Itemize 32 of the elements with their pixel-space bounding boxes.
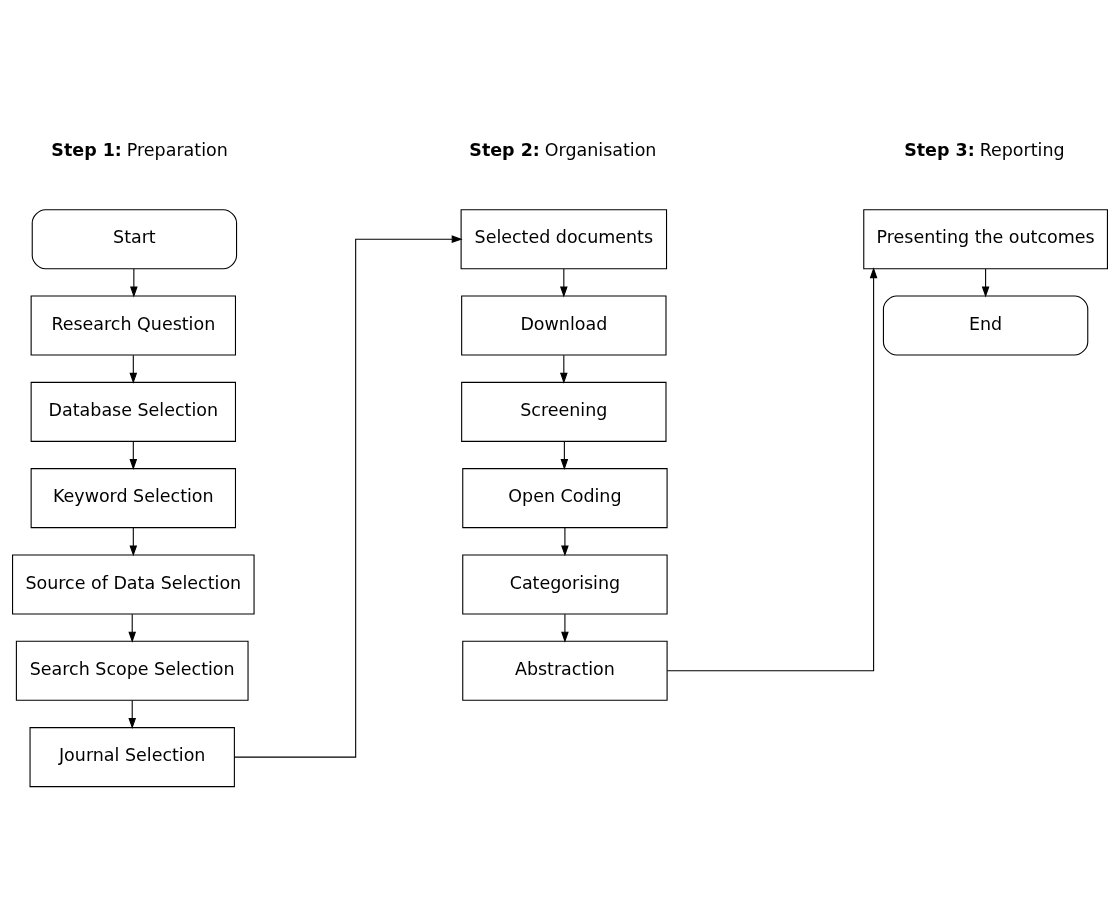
node-box: Categorising <box>462 554 668 615</box>
arrow <box>128 699 137 729</box>
arrow <box>560 268 568 298</box>
node-box: Open Coding <box>462 468 668 529</box>
arrow <box>129 354 138 384</box>
node-box: End <box>882 295 1089 356</box>
node-box: Abstraction <box>462 640 668 701</box>
node-box: Search Scope Selection <box>15 640 249 701</box>
node-box: Screening <box>461 381 667 442</box>
label: Step 3: Reporting <box>904 139 1065 160</box>
label: Step 2: Organisation <box>469 139 657 160</box>
label: Step 1: Preparation <box>51 139 228 160</box>
arrow <box>981 268 990 298</box>
arrow <box>560 441 569 471</box>
arrow <box>561 527 569 557</box>
arrow <box>129 441 138 471</box>
node-box: Research Question <box>30 295 236 356</box>
node-box: Download <box>461 295 667 356</box>
arrow <box>560 354 568 384</box>
node-box: Source of Data Selection <box>12 554 255 615</box>
node-box: Presenting the outcomes <box>863 209 1108 270</box>
node-box: Journal Selection <box>29 727 235 788</box>
arrow <box>233 235 463 758</box>
node-box: Selected documents <box>460 209 668 270</box>
node-box: Start <box>31 209 238 270</box>
arrow <box>561 613 569 643</box>
arrow <box>129 527 138 557</box>
arrow <box>128 613 137 643</box>
arrow <box>130 268 138 298</box>
arrow <box>666 267 878 672</box>
node-box: Database Selection <box>30 381 236 442</box>
node-box: Keyword Selection <box>30 468 236 529</box>
